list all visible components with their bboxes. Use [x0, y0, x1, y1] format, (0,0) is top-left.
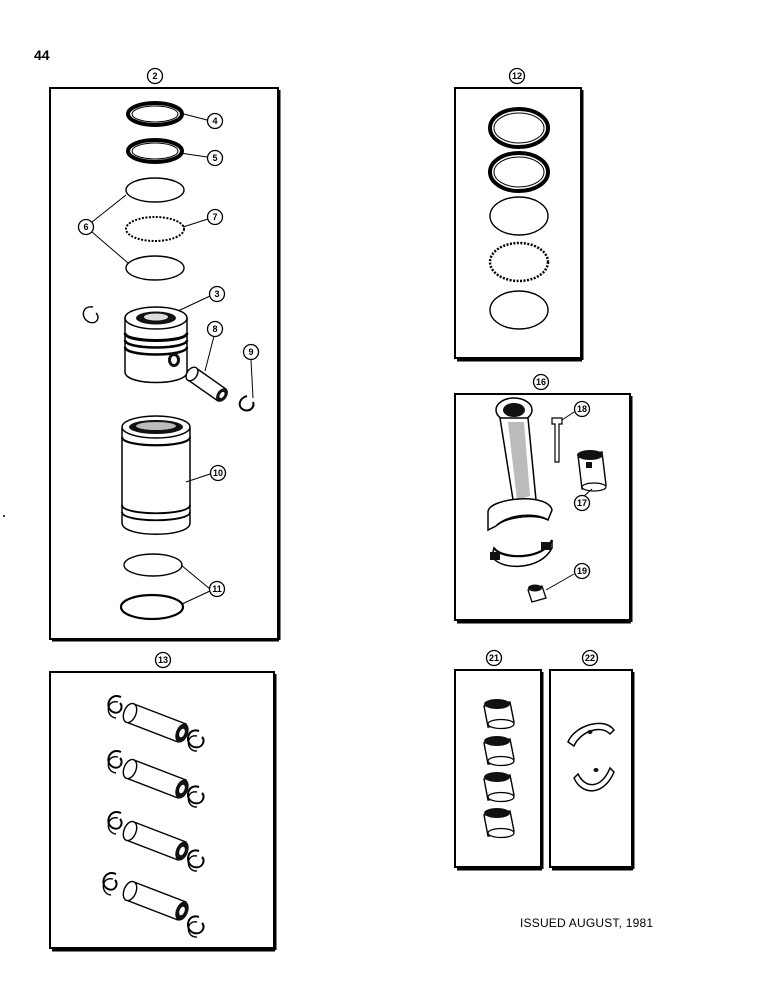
- panel-piston-liner-kit: [49, 87, 281, 642]
- svg-text:7: 7: [212, 212, 217, 222]
- svg-text:21: 21: [489, 653, 499, 663]
- callout-10: 10: [209, 464, 227, 482]
- svg-text:17: 17: [577, 498, 587, 508]
- svg-text:18: 18: [577, 404, 587, 414]
- callout-12: 12: [508, 67, 526, 85]
- connecting-rod: [487, 397, 563, 567]
- callout-5: 5: [206, 149, 224, 167]
- panel-bearing-set: [549, 669, 635, 871]
- piston-pin-retainer: [238, 395, 255, 412]
- bushing-4: [483, 808, 515, 839]
- pin-set-2: [107, 750, 205, 808]
- callout-4: 4: [206, 112, 224, 130]
- panel-bushing-set: [454, 669, 544, 871]
- oil-ring-expander: [125, 216, 185, 242]
- svg-text:6: 6: [83, 222, 88, 232]
- piston-pin: [185, 366, 228, 402]
- pin-set-3: [107, 811, 205, 872]
- oil-ring-upper: [125, 177, 185, 203]
- svg-text:22: 22: [585, 653, 595, 663]
- svg-text:8: 8: [212, 324, 217, 334]
- callout-9: 9: [242, 343, 260, 361]
- callout-3: 3: [208, 285, 226, 303]
- callout-17: 17: [573, 494, 591, 512]
- svg-text:3: 3: [214, 289, 219, 299]
- bushing-1: [483, 699, 515, 730]
- svg-text:4: 4: [212, 116, 217, 126]
- bushing-2: [483, 736, 515, 767]
- svg-text:10: 10: [213, 468, 223, 478]
- compression-ring-top: [126, 101, 184, 127]
- callout-2: 2: [146, 67, 164, 85]
- callout-22: 22: [581, 649, 599, 667]
- callout-11: 11: [208, 580, 226, 598]
- svg-text:2: 2: [152, 71, 157, 81]
- svg-text:5: 5: [212, 153, 217, 163]
- ring-set-ring-1: [488, 107, 550, 149]
- compression-ring-second: [126, 138, 184, 164]
- page-number: 44: [34, 47, 50, 63]
- ring-set-ring-3: [489, 196, 549, 236]
- panel-piston-pin-kit: [49, 671, 277, 952]
- rod-nut: [527, 584, 547, 603]
- panel-connecting-rod: [454, 393, 633, 624]
- callout-19: 19: [573, 562, 591, 580]
- callout-8: 8: [206, 320, 224, 338]
- pin-set-1: [107, 695, 205, 752]
- svg-text:13: 13: [158, 655, 168, 665]
- liner-seal-ring-lower: [119, 593, 185, 621]
- callout-16: 16: [532, 373, 550, 391]
- panel-piston-ring-set: [454, 87, 584, 362]
- snap-ring-left: [82, 306, 99, 324]
- svg-text:11: 11: [212, 584, 222, 594]
- svg-text:12: 12: [512, 71, 522, 81]
- bearing-shell-lower: [573, 766, 615, 792]
- ring-set-ring-5: [489, 290, 549, 330]
- cylinder-liner: [120, 415, 192, 535]
- bushing-3: [483, 772, 515, 803]
- callout-7: 7: [206, 208, 224, 226]
- ring-set-ring-2: [488, 151, 550, 193]
- svg-text:9: 9: [248, 347, 253, 357]
- callout-6: 6: [77, 218, 95, 236]
- svg-text:16: 16: [536, 377, 546, 387]
- callout-13: 13: [154, 651, 172, 669]
- piston: [123, 306, 189, 384]
- callout-18: 18: [573, 400, 591, 418]
- oil-ring-lower: [125, 255, 185, 281]
- svg-text:19: 19: [577, 566, 587, 576]
- issue-date-footer: ISSUED AUGUST, 1981: [520, 916, 654, 930]
- callout-21: 21: [485, 649, 503, 667]
- pin-set-4: [102, 872, 205, 938]
- bearing-shell-upper: [567, 722, 615, 748]
- ring-set-ring-4: [488, 241, 550, 283]
- liner-seal-ring-upper: [123, 553, 183, 577]
- small-end-bushing: [577, 450, 607, 492]
